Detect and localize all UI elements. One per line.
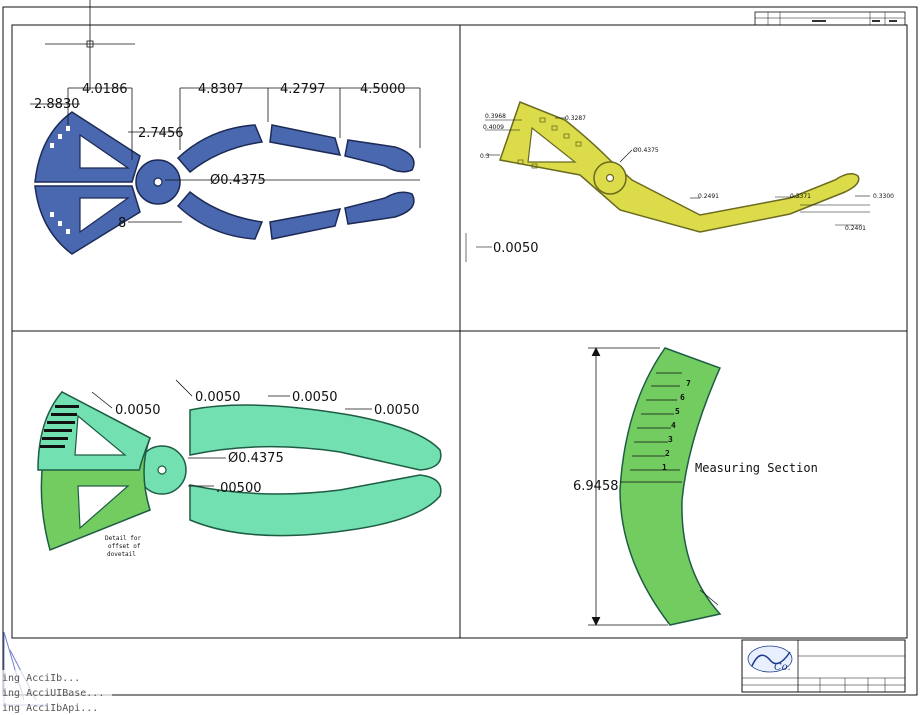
crosshair-icon [45, 0, 135, 90]
blue-scale-teeth [50, 126, 70, 234]
dim-4-0186: 4.0186 [82, 82, 128, 97]
detail-note-line-2: offset of [108, 543, 141, 550]
dim-0-2401: 0.2401 [845, 225, 866, 232]
yellow-dimension-lines [465, 117, 870, 262]
dim-0-00500: .00500 [216, 481, 262, 496]
dim-0-3968: 0.3968 [485, 113, 506, 120]
dim-diameter-0-4375-teal: Ø0.4375 [228, 451, 284, 466]
scale-tick-2: 2 [665, 449, 670, 458]
status-line-3: ing AcciIbApi... [2, 703, 98, 714]
company-logo: Co. [747, 645, 793, 673]
title-block: Co. [741, 639, 906, 693]
sheet-border [2, 6, 918, 696]
dim-diameter-0-4375-yellow: Ø0.4375 [633, 147, 659, 154]
scale-tick-1: 1 [662, 463, 667, 472]
dim-0-3300: 0.3300 [873, 193, 894, 200]
dim-fragment-8: 8 [118, 216, 126, 231]
status-line-2: ing AcciUIBase... [2, 688, 104, 699]
height-dimension-line [588, 347, 668, 626]
scale-tick-7: 7 [686, 379, 691, 388]
dim-2-8830: 2.8830 [34, 97, 80, 112]
dim-4-8307: 4.8307 [198, 82, 244, 97]
dim-4-5000: 4.5000 [360, 82, 406, 97]
measuring-scale-lines [620, 372, 719, 606]
dim-tolerance-0-0050-left: 0.0050 [115, 403, 161, 418]
detail-note-line-1: Detail for [105, 535, 142, 542]
view-top-right: 0.3968 0.4009 0.3 0.3287 Ø0.4375 0.2491 … [465, 101, 894, 262]
measuring-section-label: Measuring Section [695, 461, 818, 475]
dim-tolerance-0-0050-mid: 0.0050 [292, 390, 338, 405]
dim-0-3287: 0.3287 [565, 115, 586, 122]
measuring-section-shape [619, 347, 722, 626]
view-bottom-right: 1 2 3 4 5 6 7 6.9458 Measuring Section [573, 347, 818, 626]
teal-caliper [137, 404, 442, 537]
status-overlay: ing AcciIb... ing AcciUIBase... ing Acci… [0, 670, 112, 714]
dim-tolerance-0-0050: 0.0050 [493, 241, 539, 256]
teal-dimension-lines [91, 379, 372, 487]
yellow-scale-teeth [517, 117, 582, 169]
dim-0-3: 0.3 [480, 153, 490, 160]
dim-0-3371: 0.3371 [790, 193, 811, 200]
dim-tolerance-0-0050-right: 0.0050 [374, 403, 420, 418]
dim-0-2491: 0.2491 [698, 193, 719, 200]
blue-dimension-lines [30, 87, 421, 223]
scale-tick-6: 6 [680, 393, 685, 402]
dim-tolerance-0-0050-hub: 0.0050 [195, 390, 241, 405]
status-line-1: ing AcciIb... [2, 673, 80, 684]
dim-diameter-0-4375-blue: Ø0.4375 [210, 173, 266, 188]
yellow-caliper-arm [499, 101, 860, 233]
view-bottom-left: 0.0050 0.0050 0.0050 0.0050 Ø0.4375 .005… [37, 379, 442, 558]
dim-2-7456: 2.7456 [138, 126, 184, 141]
logo-text: Co. [774, 662, 791, 673]
scale-tick-4: 4 [671, 421, 676, 430]
scale-tick-5: 5 [675, 407, 680, 416]
teal-scale-bars [40, 405, 79, 448]
revision-block [754, 11, 906, 26]
dim-0-4009: 0.4009 [483, 124, 504, 131]
scale-tick-3: 3 [668, 435, 673, 444]
dim-height-6-9458: 6.9458 [573, 479, 619, 494]
detail-note-line-3: dovetail [107, 551, 136, 558]
view-top-left: 2.8830 4.0186 4.8307 4.2797 4.5000 2.745… [30, 82, 421, 255]
dim-4-2797: 4.2797 [280, 82, 326, 97]
